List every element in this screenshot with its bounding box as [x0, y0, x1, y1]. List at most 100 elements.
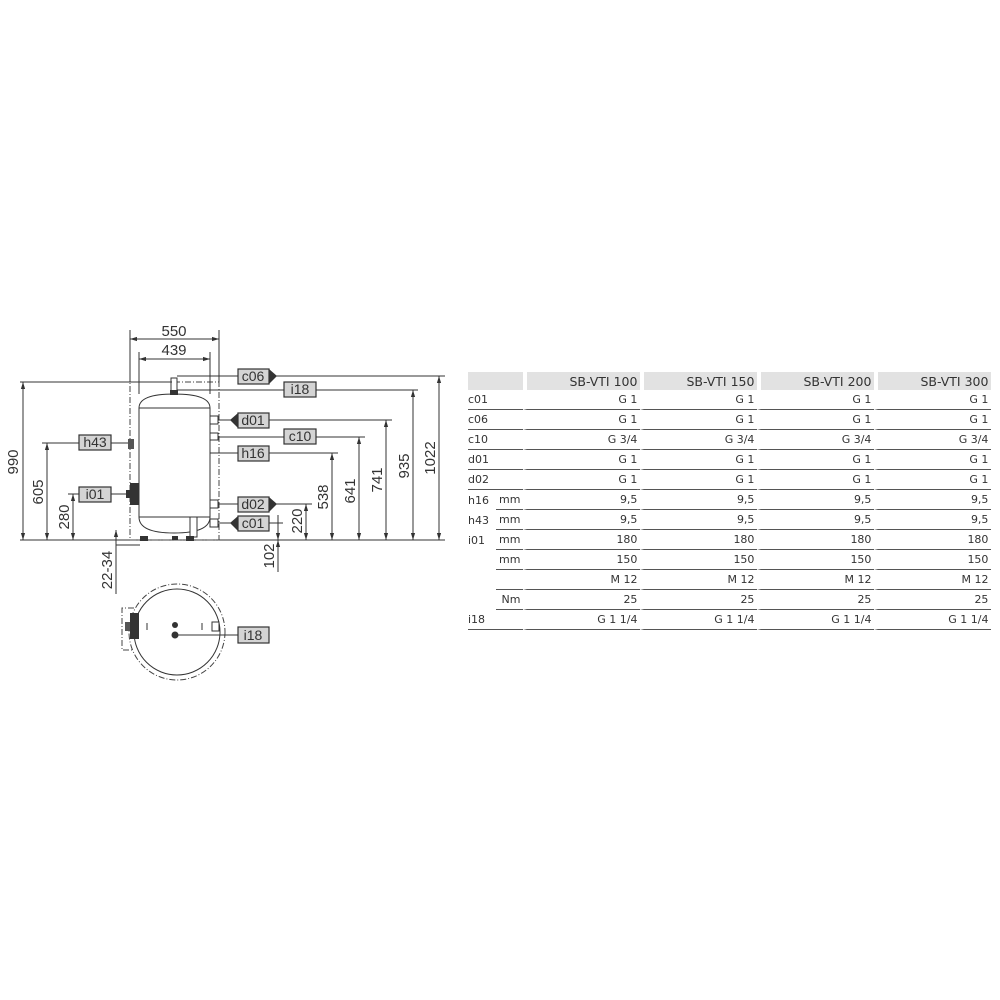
cell-value: 25 — [523, 590, 641, 610]
dim-935: 935 — [396, 453, 413, 478]
column-header: SB-VTI 200 — [757, 372, 875, 390]
svg-text:h16: h16 — [241, 445, 265, 461]
dim-280: 280 — [56, 504, 73, 529]
cell-value: G 3/4 — [874, 430, 992, 450]
row-unit: Nm — [496, 590, 524, 610]
svg-text:d01: d01 — [241, 412, 265, 428]
row-code: h16 — [468, 493, 489, 507]
tag-c10: c10 — [283, 428, 317, 445]
row-code: d01 — [468, 450, 496, 470]
column-header: SB-VTI 300 — [874, 372, 992, 390]
dim-605: 605 — [30, 479, 47, 504]
tag-d01: d01 — [230, 412, 270, 429]
cell-value: M 12 — [523, 570, 641, 590]
cell-value: G 1 — [874, 410, 992, 430]
cell-value: 180 — [640, 530, 758, 550]
cell-value: G 1 — [757, 390, 875, 410]
dim-641: 641 — [342, 478, 359, 503]
cell-value: G 1 — [757, 470, 875, 490]
cell-value: G 1 — [757, 410, 875, 430]
cell-value: G 1 — [523, 410, 641, 430]
dim-102: 102 — [261, 543, 278, 568]
cell-value: 180 — [757, 530, 875, 550]
outer-envelope — [129, 381, 220, 541]
cell-value: G 3/4 — [640, 430, 758, 450]
tag-d02: d02 — [237, 496, 277, 513]
svg-text:d02: d02 — [241, 496, 265, 512]
row-code: c10 — [468, 430, 496, 450]
svg-text:c10: c10 — [289, 428, 312, 444]
svg-text:i18: i18 — [244, 627, 263, 643]
cell-value: G 1 — [874, 450, 992, 470]
cell-value: M 12 — [757, 570, 875, 590]
cell-value: 25 — [874, 590, 992, 610]
cell-value: G 1 — [640, 390, 758, 410]
row-unit — [496, 430, 524, 450]
cell-value: 9,5 — [640, 510, 758, 530]
dim-439: 439 — [161, 342, 186, 359]
svg-text:c01: c01 — [242, 515, 265, 531]
row-code: c01 — [468, 390, 496, 410]
row-unit: mm — [496, 530, 524, 550]
cell-value: G 1 — [640, 470, 758, 490]
row-code: c06 — [468, 410, 496, 430]
row-unit — [496, 450, 524, 470]
dim-220: 220 — [289, 508, 306, 533]
cell-value: G 3/4 — [523, 430, 641, 450]
cell-value: 9,5 — [874, 510, 992, 530]
row-code: d02 — [468, 470, 496, 490]
connection-specs-table: SB-VTI 100 SB-VTI 150 SB-VTI 200 SB-VTI … — [468, 372, 992, 630]
cell-value: 180 — [874, 530, 992, 550]
cell-value: G 1 — [523, 390, 641, 410]
dim-990: 990 — [5, 449, 22, 474]
cell-value: G 1 1/4 — [757, 610, 875, 630]
tag-i18-top-view: i18 — [237, 626, 270, 644]
cell-value: G 1 — [874, 390, 992, 410]
column-header: SB-VTI 100 — [523, 372, 641, 390]
cell-value: 9,5 — [523, 510, 641, 530]
row-code — [468, 590, 496, 610]
cell-value: G 1 1/4 — [523, 610, 641, 630]
tank-top-view — [121, 583, 238, 681]
cell-value: 180 — [523, 530, 641, 550]
cell-value: 25 — [640, 590, 758, 610]
cell-value: 150 — [523, 550, 641, 570]
row-code: i01 — [468, 533, 486, 547]
cell-value: 9,5 — [640, 490, 758, 510]
row-unit — [496, 390, 524, 410]
dim-550: 550 — [161, 323, 186, 340]
row-unit: mm — [496, 510, 524, 530]
cell-value: 150 — [874, 550, 992, 570]
tag-h43: h43 — [78, 434, 112, 451]
cell-value: G 1 — [640, 450, 758, 470]
cell-value: 150 — [640, 550, 758, 570]
dim-741: 741 — [369, 467, 386, 492]
cell-value: 9,5 — [523, 490, 641, 510]
row-code — [468, 570, 496, 590]
svg-text:h43: h43 — [83, 434, 107, 450]
cell-value: 9,5 — [757, 510, 875, 530]
cell-value: 150 — [757, 550, 875, 570]
dim-22-34: 22-34 — [99, 551, 116, 589]
cell-value: G 1 1/4 — [640, 610, 758, 630]
tank-body — [126, 377, 219, 541]
cell-value: 25 — [757, 590, 875, 610]
tag-c06: c06 — [237, 368, 277, 385]
svg-text:i18: i18 — [291, 381, 310, 397]
cell-value: G 1 — [523, 450, 641, 470]
row-unit — [496, 470, 524, 490]
cell-value: G 1 — [757, 450, 875, 470]
row-unit: mm — [496, 550, 524, 570]
tag-c01: c01 — [230, 515, 270, 532]
row-code: i18 — [468, 610, 496, 630]
cell-value: G 1 — [874, 470, 992, 490]
